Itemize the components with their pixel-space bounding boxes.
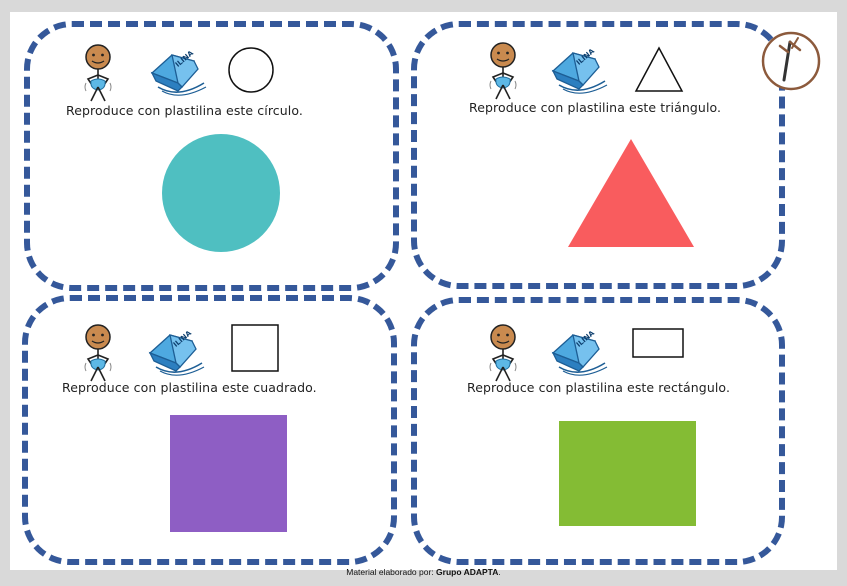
triangle-shape bbox=[568, 139, 694, 247]
footer-credit: Material elaborado por: Grupo ADAPTA. bbox=[0, 567, 847, 577]
plasticine-icon bbox=[148, 47, 208, 97]
plasticine-icon bbox=[146, 327, 206, 377]
person-icon bbox=[483, 41, 523, 101]
square-shape bbox=[170, 415, 287, 532]
instruction-text: Reproduce con plastilina este círculo. bbox=[66, 103, 303, 118]
instruction-text: Reproduce con plastilina este rectángulo… bbox=[467, 380, 731, 395]
person-icon bbox=[483, 323, 523, 383]
person-icon bbox=[78, 43, 118, 103]
logo-icon bbox=[761, 31, 821, 91]
card-rectangle: ILINA Reproduce con plastilina este rect… bbox=[411, 297, 785, 565]
triangle-outline-icon bbox=[634, 46, 684, 92]
card-circle: ILINA Reproduce con plastilina este círc… bbox=[24, 21, 399, 291]
circle-shape bbox=[162, 134, 280, 252]
person-icon bbox=[78, 323, 118, 383]
rectangle-outline-icon bbox=[632, 328, 684, 358]
plasticine-icon bbox=[549, 327, 609, 377]
instruction-text: Reproduce con plastilina este triángulo. bbox=[469, 100, 722, 115]
footer-author: Grupo ADAPTA bbox=[436, 567, 499, 577]
square-outline-icon bbox=[231, 324, 279, 372]
card-square: ILINA Reproduce con plastilina este cuad… bbox=[22, 295, 397, 565]
footer-prefix: Material elaborado por: bbox=[346, 567, 437, 577]
plasticine-icon bbox=[549, 45, 609, 95]
footer-suffix: . bbox=[498, 567, 501, 577]
instruction-text: Reproduce con plastilina este cuadrado. bbox=[62, 380, 317, 395]
card-triangle: ILINA Reproduce con plastilina este triá… bbox=[411, 21, 785, 289]
circle-outline-icon bbox=[228, 47, 274, 93]
rectangle-shape bbox=[559, 421, 696, 526]
